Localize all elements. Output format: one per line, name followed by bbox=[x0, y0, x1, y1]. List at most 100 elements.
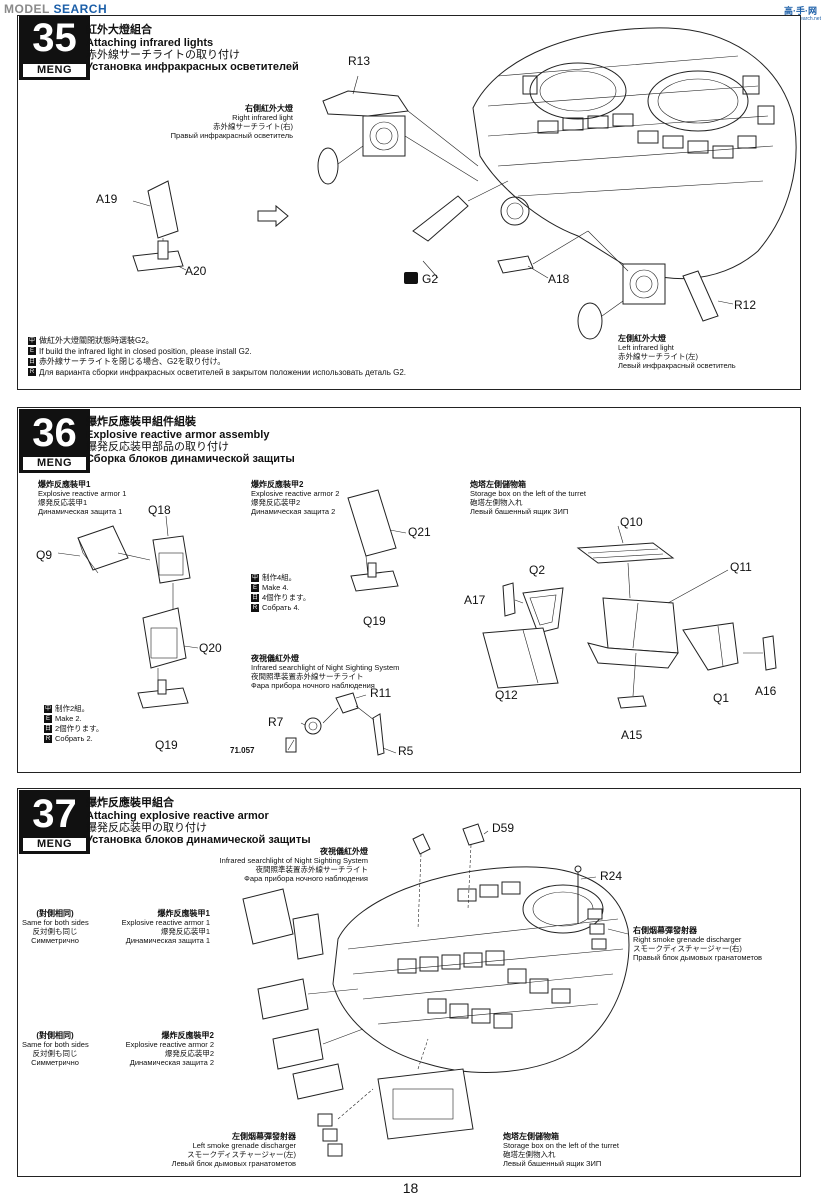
era2-block-b bbox=[272, 1028, 324, 1070]
lang-en-icon: E bbox=[251, 584, 259, 593]
part-r12 bbox=[682, 270, 719, 322]
part-q10 bbox=[576, 542, 675, 564]
step-35-number: 35 bbox=[32, 16, 77, 60]
label-q21: Q21 bbox=[408, 525, 431, 539]
turret-outline bbox=[472, 27, 797, 280]
step-36-badge: 36 MENG bbox=[19, 409, 90, 473]
era1-block bbox=[242, 888, 294, 945]
step-36-drawing bbox=[57, 489, 777, 756]
label-q2: Q2 bbox=[529, 563, 546, 577]
label-a15: A15 bbox=[621, 728, 643, 742]
closed-light-icon bbox=[404, 272, 418, 284]
label-q19-b: Q19 bbox=[363, 614, 386, 628]
part-q19-b bbox=[350, 570, 399, 592]
part-q2 bbox=[522, 587, 564, 634]
label-d59: D59 bbox=[492, 821, 515, 835]
label-r5: R5 bbox=[398, 744, 414, 758]
part-d59 bbox=[462, 823, 485, 846]
step-37-title-ru: Установка блоков динамической защиты bbox=[86, 834, 311, 846]
part-a19 bbox=[147, 180, 179, 239]
step-37-badge: 37 MENG bbox=[19, 790, 90, 854]
label-a19: A19 bbox=[96, 192, 118, 206]
label-g2: G2 bbox=[422, 272, 439, 286]
right-smoke-discharger bbox=[587, 908, 607, 950]
part-q9 bbox=[77, 525, 129, 571]
step-36-title-ru: Сборка блоков динамической защиты bbox=[86, 453, 295, 465]
meng-logo: MENG bbox=[23, 64, 86, 77]
step-37-drawing bbox=[242, 823, 630, 1157]
step-35-panel: 35 MENG 紅外大燈組合 Attaching infrared lights… bbox=[17, 15, 801, 390]
left-smoke-discharger bbox=[317, 1113, 343, 1157]
label-r24: R24 bbox=[600, 869, 623, 883]
watermark-logo: 高·手·网 bbox=[784, 6, 817, 16]
label-q10: Q10 bbox=[620, 515, 643, 529]
part-q1 bbox=[682, 622, 739, 671]
part-r7 bbox=[304, 717, 322, 735]
era2-block-a bbox=[257, 978, 309, 1020]
label-q1: Q1 bbox=[713, 691, 730, 705]
page-number: 18 bbox=[402, 1180, 419, 1196]
label-a20: A20 bbox=[185, 264, 207, 278]
step-35-title-ru: Установка инфракрасных осветителей bbox=[86, 61, 299, 73]
label-r12: R12 bbox=[734, 298, 757, 312]
step-37-number: 37 bbox=[32, 792, 77, 836]
turret-outline bbox=[332, 866, 630, 1073]
label-r13: R13 bbox=[348, 54, 371, 68]
label-q9: Q9 bbox=[36, 548, 53, 562]
part-q20 bbox=[142, 607, 187, 669]
label-a17: A17 bbox=[464, 593, 486, 607]
step-35-title-jp: 赤外線サーチライトの取り付け bbox=[86, 49, 240, 61]
step-36-title-cn: 爆炸反應裝甲組件組裝 bbox=[86, 416, 196, 428]
watermark: MODEL SEARCH bbox=[4, 2, 108, 16]
part-r5 bbox=[372, 713, 385, 756]
step-36-panel: 36 MENG 爆炸反應裝甲組件組裝 Explosive reactive ar… bbox=[17, 407, 801, 773]
label-q19-a: Q19 bbox=[155, 738, 178, 752]
part-q18 bbox=[152, 535, 191, 584]
step-36-number: 36 bbox=[32, 411, 77, 455]
lang-cn-icon: 中 bbox=[251, 574, 259, 583]
part-q19-a bbox=[137, 687, 189, 709]
label-r7: R7 bbox=[268, 715, 284, 729]
step-35-title-cn: 紅外大燈組合 bbox=[86, 24, 152, 36]
label-a18: A18 bbox=[548, 272, 570, 286]
label-a16: A16 bbox=[755, 684, 777, 698]
step-35-title-en: Attaching infrared lights bbox=[86, 37, 214, 49]
lang-cn-icon: 中 bbox=[44, 705, 52, 714]
part-a17 bbox=[502, 582, 516, 617]
meng-logo: MENG bbox=[23, 457, 86, 470]
lang-en-icon: E bbox=[28, 347, 36, 356]
part-q21 bbox=[347, 489, 397, 557]
storage-box bbox=[377, 1068, 474, 1140]
left-light-lens bbox=[577, 302, 603, 340]
step-37-title-jp: 爆発反応装甲の取り付け bbox=[86, 822, 207, 834]
step-35-drawing bbox=[132, 27, 797, 340]
step-35-badge: 35 MENG bbox=[19, 16, 90, 80]
step-37-title-cn: 爆炸反應裝甲組合 bbox=[86, 797, 174, 809]
label-q12: Q12 bbox=[495, 688, 518, 702]
lang-jp-icon: 日 bbox=[251, 594, 259, 603]
step-37-panel: 37 MENG 爆炸反應裝甲組合 Attaching explosive rea… bbox=[17, 788, 801, 1177]
label-paint-code: 71.057 bbox=[230, 746, 255, 755]
part-a18 bbox=[497, 255, 534, 274]
part-r11 bbox=[335, 692, 359, 714]
direction-arrow bbox=[257, 204, 289, 228]
label-q11: Q11 bbox=[730, 560, 752, 574]
step-37-title-en: Attaching explosive reactive armor bbox=[86, 810, 269, 822]
label-q18: Q18 bbox=[148, 503, 171, 517]
meng-logo: MENG bbox=[23, 838, 86, 851]
right-light-lens bbox=[317, 147, 339, 185]
